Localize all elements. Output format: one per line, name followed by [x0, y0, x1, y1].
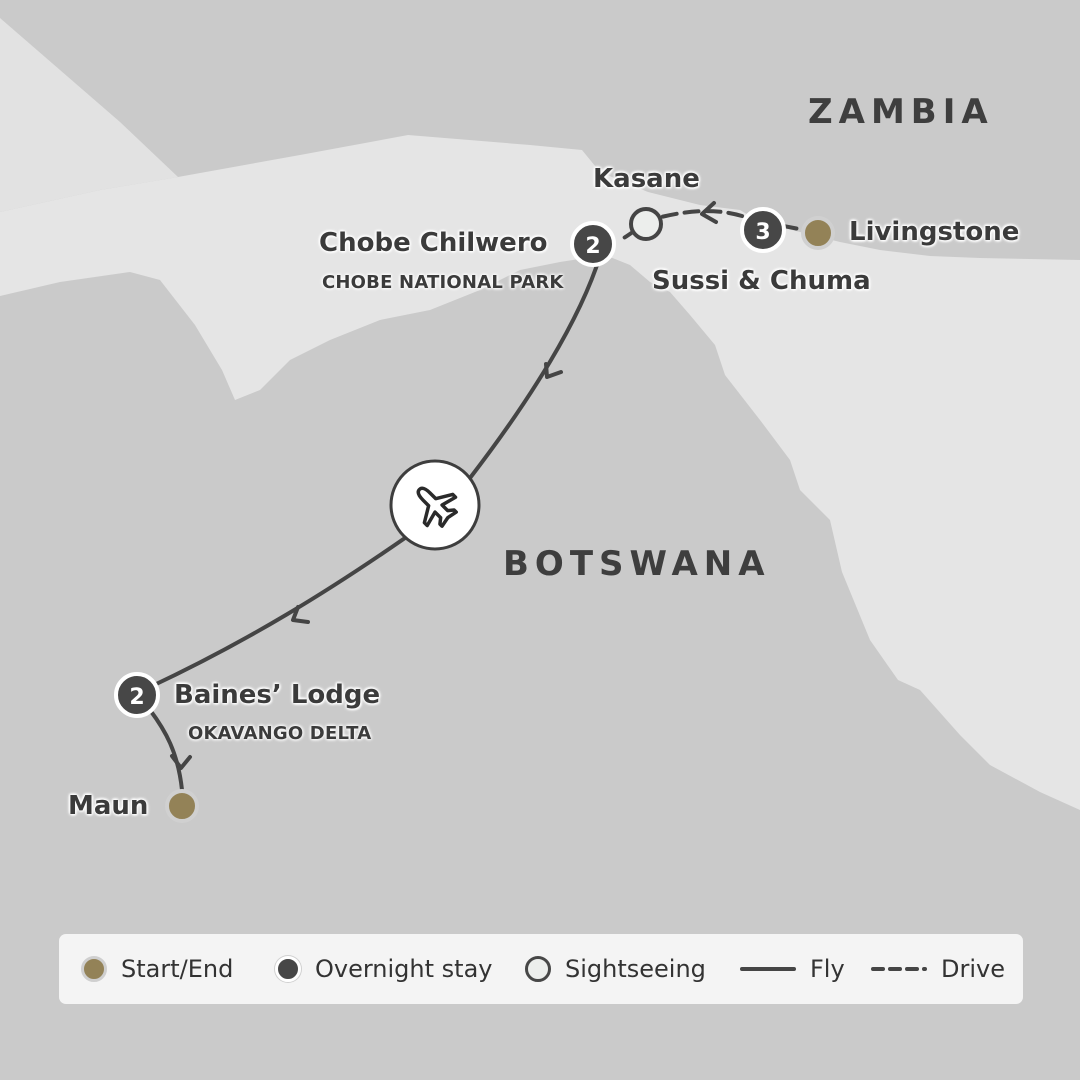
airplane-icon — [416, 486, 458, 528]
place-label-livingstone: Livingstone — [849, 217, 1020, 247]
arrow-fly-1 — [544, 362, 563, 379]
legend-label-overnight: Overnight stay — [315, 955, 493, 983]
chobe-overnight-marker[interactable]: 2 — [570, 221, 616, 267]
chobe-nights-count: 2 — [585, 234, 600, 259]
sussi-overnight-marker[interactable]: 3 — [740, 207, 786, 253]
legend-label-sightseeing: Sightseeing — [565, 955, 706, 983]
drive-line-icon — [871, 967, 927, 971]
legend-label-fly: Fly — [810, 955, 845, 983]
place-label-maun: Maun — [68, 791, 149, 821]
kasane-sightseeing-marker[interactable] — [629, 207, 663, 241]
country-label-zambia: ZAMBIA — [808, 92, 994, 132]
place-label-chobe-chilwero: Chobe Chilwero — [319, 228, 548, 258]
place-label-baines-lodge: Baines’ Lodge — [174, 680, 381, 710]
sussi-nights-count: 3 — [755, 220, 770, 245]
legend-item-overnight: Overnight stay — [275, 934, 493, 1004]
arrow-fly-3 — [170, 754, 192, 770]
maun-end-marker[interactable] — [165, 789, 199, 823]
livingstone-start-marker[interactable] — [801, 216, 835, 250]
legend-label-start-end: Start/End — [121, 955, 234, 983]
legend-item-sightseeing: Sightseeing — [525, 934, 706, 1004]
sightseeing-swatch-icon — [525, 956, 551, 982]
legend-item-start-end: Start/End — [81, 934, 233, 1004]
region-label-chobe-national-park: CHOBE NATIONAL PARK — [322, 272, 564, 293]
legend-item-fly: Fly — [740, 934, 845, 1004]
fly-line-icon — [740, 967, 796, 971]
land-region-caprivi — [0, 135, 1080, 810]
region-label-okavango-delta: OKAVANGO DELTA — [188, 723, 372, 744]
arrow-fly-2 — [291, 605, 310, 624]
flight-marker — [389, 459, 481, 551]
baines-overnight-marker[interactable]: 2 — [114, 672, 160, 718]
route-arrows — [170, 201, 718, 770]
country-label-botswana: BOTSWANA — [503, 544, 771, 584]
legend-item-drive: Drive — [871, 934, 1005, 1004]
overnight-swatch-icon — [275, 956, 301, 982]
land-region-northwest — [0, 18, 178, 212]
map-legend: Start/End Overnight stay Sightseeing Fly… — [59, 934, 1023, 1004]
fly-route-baines-maun — [148, 708, 184, 792]
fly-route-airstrip-baines — [148, 536, 407, 689]
place-label-kasane: Kasane — [593, 164, 700, 194]
place-label-sussi-chuma: Sussi & Chuma — [652, 266, 871, 296]
fly-route-chobe-airstrip — [468, 254, 602, 480]
arrow-drive — [700, 201, 718, 224]
legend-label-drive: Drive — [941, 955, 1005, 983]
start-end-swatch-icon — [81, 956, 107, 982]
baines-nights-count: 2 — [129, 685, 144, 710]
